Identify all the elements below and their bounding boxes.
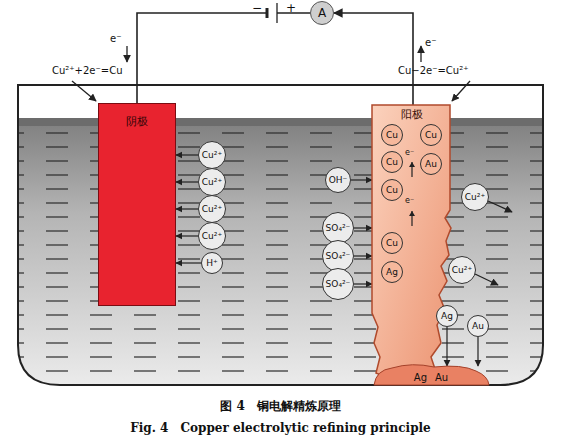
ion-circle: OH⁻	[325, 167, 351, 193]
node-label: 阳极	[372, 107, 452, 122]
anode-sludge: Ag Au	[372, 362, 490, 385]
figure-caption: 图 4 铜电解精炼原理	[0, 398, 561, 415]
node-label: Ag	[441, 311, 453, 321]
ion-circle: Cu	[381, 151, 403, 173]
migration-arrow	[477, 337, 478, 366]
tank-outline	[18, 85, 543, 385]
ion-circle: Ag	[381, 261, 403, 283]
electron-arrowhead	[409, 211, 415, 216]
reaction-equation: Cu−2e⁻=Cu²⁺	[398, 65, 468, 76]
node-label: Cu²⁺	[202, 177, 222, 187]
circuit-wire	[334, 13, 413, 105]
electron-arrowhead	[409, 162, 415, 167]
electrolyte	[18, 118, 543, 390]
circuit-wire	[137, 13, 310, 103]
node-label: SO₄²⁻	[326, 251, 351, 261]
ion-circle: Ag	[436, 305, 458, 327]
node-label: Cu²⁺	[202, 204, 222, 214]
node-label: Cu	[386, 238, 398, 248]
electron-label: e⁻	[110, 33, 121, 44]
migration-arrow	[176, 262, 201, 263]
sludge-shape	[372, 362, 490, 385]
node-label: Au	[425, 159, 437, 169]
ion-circle: Cu	[420, 124, 442, 146]
migration-arrow	[446, 327, 447, 366]
ion-circle: Cu	[381, 232, 403, 254]
migration-arrow	[176, 154, 198, 155]
migration-arrow	[176, 181, 198, 182]
ion-circle: Cu²⁺	[448, 256, 476, 284]
node-label: Cu	[425, 130, 437, 140]
node-label: Cu²⁺	[465, 192, 485, 202]
migration-arrow	[351, 179, 372, 180]
node-label: OH⁻	[329, 175, 348, 185]
node-label: Cu²⁺	[202, 231, 222, 241]
migration-arrow	[176, 235, 198, 236]
node-label: H⁺	[206, 258, 218, 268]
migration-arrow	[354, 255, 372, 256]
ion-circle: Au	[467, 315, 489, 337]
ion-circle: SO₄²⁻	[322, 268, 354, 300]
ion-circle: Au	[420, 153, 442, 175]
migration-arrow	[354, 227, 372, 228]
reaction-equation: Cu²⁺+2e⁻=Cu	[52, 65, 122, 76]
node-label: Cu²⁺	[452, 265, 472, 275]
electron-label: e⁻	[405, 196, 414, 205]
electron-label: e⁻	[405, 148, 414, 157]
node-label: Au	[435, 372, 448, 383]
ion-circle: Cu²⁺	[198, 168, 226, 196]
node-label: SO₄²⁻	[326, 279, 351, 289]
ion-circle: Cu	[381, 179, 403, 201]
ion-circle: Cu²⁺	[198, 222, 226, 250]
node-label: Cu	[386, 185, 398, 195]
caption-english: Fig. 4 Copper electrolytic refining prin…	[0, 420, 561, 437]
node-label: Cu	[386, 130, 398, 140]
cathode-plate: 阴极	[98, 103, 176, 306]
ammeter: A	[310, 1, 334, 25]
node-label: Cu	[386, 157, 398, 167]
ion-circle: Cu	[381, 124, 403, 146]
node-label: Ag	[386, 267, 398, 277]
ion-circle: H⁺	[201, 252, 223, 274]
ion-circle: Cu²⁺	[198, 141, 226, 169]
node-label: SO₄²⁻	[326, 223, 351, 233]
polarity-sign: +	[286, 1, 296, 15]
node-label: Cu²⁺	[202, 150, 222, 160]
node-label: A	[318, 6, 326, 20]
polarity-sign: −	[252, 1, 262, 15]
node-label: Au	[472, 321, 484, 331]
migration-arrow	[354, 283, 372, 284]
ion-circle: Cu²⁺	[461, 183, 489, 211]
node-label: 阴极	[126, 115, 148, 128]
anode-plate: 阳极CuCuCuAuCuCuAg	[372, 105, 452, 380]
node-label: Ag	[414, 372, 427, 383]
migration-arrow	[176, 208, 198, 209]
electron-label: e⁻	[425, 37, 436, 48]
anode-outline	[372, 105, 451, 378]
ion-circle: Cu²⁺	[198, 195, 226, 223]
